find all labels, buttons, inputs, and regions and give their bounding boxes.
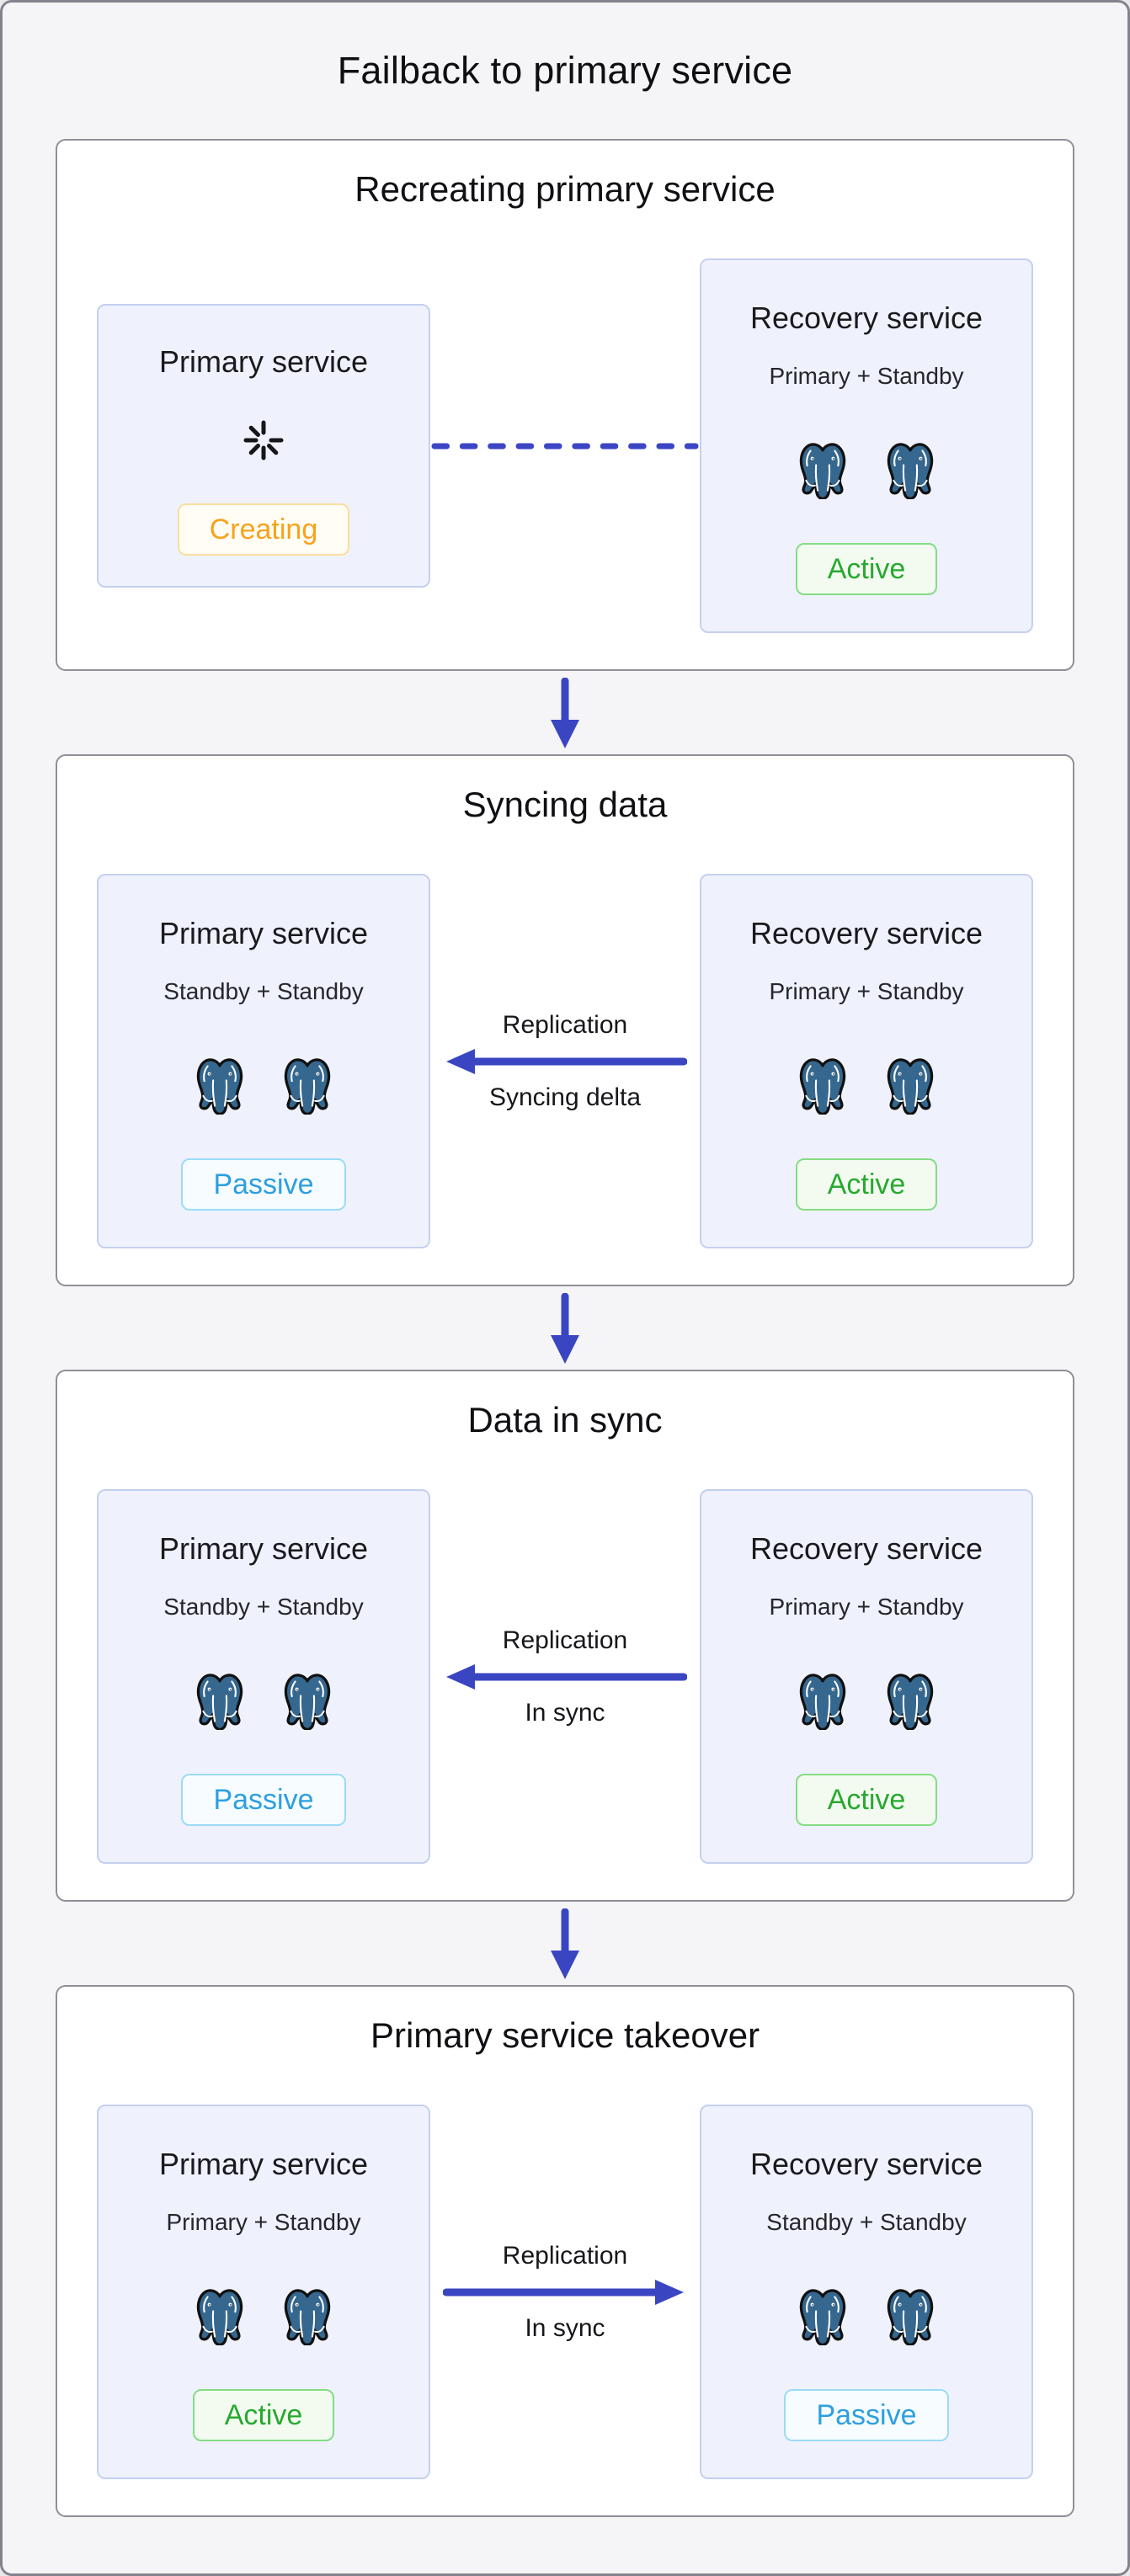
postgres-icon-pair bbox=[192, 1057, 335, 1115]
postgres-icon bbox=[284, 1674, 331, 1730]
stage-panel-takeover: Primary service takeover Primary service… bbox=[56, 1985, 1074, 2517]
service-box-recovery: Recovery service Standby + Standby Passi… bbox=[700, 2105, 1033, 2479]
box-title: Primary service bbox=[158, 344, 369, 379]
connector-label-top: Replication bbox=[502, 1626, 628, 1654]
panel-body: Primary service Primary + Standby Active… bbox=[57, 2105, 1073, 2479]
connector-label-top: Replication bbox=[502, 2241, 628, 2270]
connector-label-bottom: In sync bbox=[525, 2313, 605, 2342]
status-badge-active: Active bbox=[192, 2389, 335, 2441]
panel-title: Data in sync bbox=[467, 1400, 663, 1440]
connector-dashed bbox=[430, 258, 700, 633]
panel-title: Recreating primary service bbox=[354, 169, 776, 209]
service-box-recovery: Recovery service Primary + Standby Activ… bbox=[700, 1489, 1033, 1864]
replication-arrow-right bbox=[443, 2279, 684, 2305]
replication-arrow-left bbox=[446, 1663, 687, 1690]
postgres-icon bbox=[196, 1058, 243, 1115]
stage-panel-in-sync: Data in sync Primary service Standby + S… bbox=[56, 1370, 1074, 1902]
down-arrow bbox=[548, 1286, 582, 1370]
postgres-icon bbox=[799, 443, 846, 499]
postgres-icon-pair bbox=[795, 1057, 938, 1115]
status-badge-active: Active bbox=[795, 1158, 938, 1211]
status-badge-passive: Passive bbox=[181, 1158, 346, 1211]
panel-body: Primary service Standby + Standby Passiv… bbox=[57, 874, 1073, 1248]
box-title: Primary service bbox=[158, 2147, 369, 2181]
box-subtitle: Standby + Standby bbox=[766, 2209, 967, 2235]
box-subtitle: Primary + Standby bbox=[769, 1594, 964, 1620]
page-title: Failback to primary service bbox=[337, 49, 793, 92]
postgres-icon bbox=[799, 1058, 846, 1115]
connector-label-bottom: Syncing delta bbox=[488, 1083, 642, 1111]
postgres-icon-pair bbox=[795, 442, 938, 499]
panel-title: Syncing data bbox=[462, 785, 668, 824]
box-subtitle: Primary + Standby bbox=[166, 2209, 361, 2235]
spinner-icon bbox=[240, 417, 287, 468]
service-box-recovery: Recovery service Primary + Standby Activ… bbox=[700, 258, 1033, 633]
status-badge-creating: Creating bbox=[177, 503, 350, 556]
postgres-icon bbox=[196, 1674, 243, 1730]
stage-panel-recreating: Recreating primary service Primary servi… bbox=[56, 139, 1074, 671]
status-badge-passive: Passive bbox=[181, 1774, 346, 1826]
service-box-primary: Primary service Creat bbox=[97, 304, 430, 588]
status-badge-active: Active bbox=[795, 543, 938, 595]
postgres-icon bbox=[887, 1674, 934, 1730]
connector-replication: Replication In sync bbox=[430, 2105, 700, 2479]
service-box-recovery: Recovery service Primary + Standby Activ… bbox=[700, 874, 1033, 1248]
connector-label-top: Replication bbox=[502, 1010, 628, 1039]
box-title: Recovery service bbox=[749, 1531, 983, 1566]
status-badge-active: Active bbox=[795, 1774, 938, 1826]
postgres-icon-pair bbox=[192, 1673, 335, 1730]
down-arrow bbox=[548, 1902, 582, 1985]
panel-body: Primary service Creat bbox=[57, 258, 1073, 633]
box-title: Recovery service bbox=[749, 2147, 983, 2181]
service-box-primary: Primary service Standby + Standby Passiv… bbox=[97, 874, 430, 1248]
connector-replication: Replication Syncing delta bbox=[430, 874, 700, 1248]
box-subtitle: Primary + Standby bbox=[769, 978, 964, 1004]
replication-arrow-left bbox=[446, 1048, 687, 1074]
down-arrow bbox=[548, 671, 582, 754]
postgres-icon-pair bbox=[795, 2288, 938, 2345]
connector-replication: Replication In sync bbox=[430, 1489, 700, 1864]
postgres-icon bbox=[887, 2289, 934, 2345]
box-title: Primary service bbox=[158, 916, 369, 950]
box-title: Recovery service bbox=[749, 301, 983, 335]
box-subtitle: Standby + Standby bbox=[163, 978, 364, 1004]
postgres-icon bbox=[799, 1674, 846, 1730]
dashed-link-line bbox=[431, 443, 699, 449]
connector-label-bottom: In sync bbox=[525, 1698, 605, 1727]
service-box-primary: Primary service Standby + Standby Passiv… bbox=[97, 1489, 430, 1864]
status-badge-passive: Passive bbox=[784, 2389, 949, 2441]
postgres-icon bbox=[284, 1058, 331, 1115]
postgres-icon-pair bbox=[795, 1673, 938, 1730]
postgres-icon bbox=[284, 2289, 331, 2345]
box-subtitle: Standby + Standby bbox=[163, 1594, 364, 1620]
box-title: Recovery service bbox=[749, 916, 983, 950]
postgres-icon bbox=[887, 443, 934, 499]
box-title: Primary service bbox=[158, 1531, 369, 1566]
service-box-primary: Primary service Primary + Standby Active bbox=[97, 2105, 430, 2479]
panel-body: Primary service Standby + Standby Passiv… bbox=[57, 1489, 1073, 1864]
postgres-icon bbox=[196, 2289, 243, 2345]
stage-panel-syncing: Syncing data Primary service Standby + S… bbox=[56, 754, 1074, 1286]
postgres-icon bbox=[799, 2289, 846, 2345]
box-subtitle: Primary + Standby bbox=[769, 363, 964, 389]
panel-title: Primary service takeover bbox=[370, 2015, 760, 2055]
postgres-icon bbox=[887, 1058, 934, 1115]
postgres-icon-pair bbox=[192, 2288, 335, 2345]
